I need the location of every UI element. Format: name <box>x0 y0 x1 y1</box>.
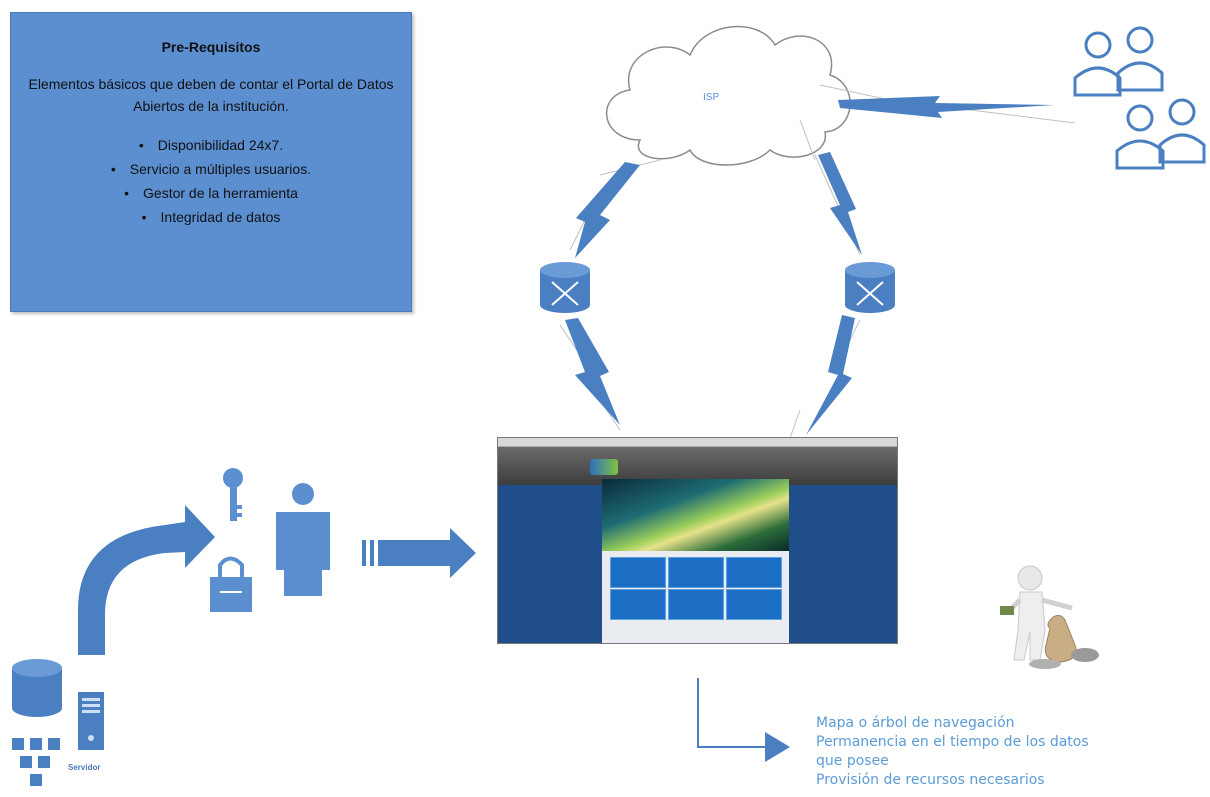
server-label: Servidor <box>68 763 101 772</box>
note-item: Mapa o árbol de navegación <box>816 715 1015 731</box>
portal-tile <box>668 589 724 620</box>
note-item: que posee <box>816 753 889 769</box>
portal-tile <box>726 557 782 588</box>
network-grid-icon <box>12 738 60 786</box>
striped-arrow-icon <box>362 528 476 578</box>
key-icon <box>223 468 243 521</box>
person-money-bag-icon <box>1000 565 1099 669</box>
isp-label: ISP <box>703 92 720 103</box>
isp-cloud-icon <box>605 25 851 166</box>
elbow-arrow-icon <box>697 678 790 762</box>
server-tower-icon <box>78 692 104 750</box>
notes-list: Mapa o árbol de navegación Permanencia e… <box>816 714 1136 790</box>
lightning-link-icon <box>565 96 1055 435</box>
prerequisite-item: Integridad de datos <box>11 205 411 229</box>
padlock-icon <box>210 556 252 612</box>
note-item: Permanencia en el tiempo de los datos <box>816 734 1089 750</box>
portal-tile <box>610 557 666 588</box>
portal-header <box>498 447 897 485</box>
prerequisites-list: Disponibilidad 24x7. Servicio a múltiple… <box>11 133 411 229</box>
portal-tile <box>726 589 782 620</box>
users-group-icon <box>1073 26 1206 170</box>
portal-banner-image <box>602 479 789 551</box>
portal-content-area <box>602 551 789 643</box>
portal-logo <box>590 459 618 475</box>
web-portal-screenshot <box>497 437 898 644</box>
router-icon <box>540 262 590 313</box>
prerequisites-description: Elementos básicos que deben de contar el… <box>28 76 394 114</box>
person-icon <box>276 483 330 596</box>
portal-tile <box>610 589 666 620</box>
prerequisites-box: Pre-Requisitos Elementos básicos que deb… <box>10 12 412 312</box>
note-item: Provisión de recursos necesarios <box>816 772 1045 788</box>
prerequisite-item: Disponibilidad 24x7. <box>11 133 411 157</box>
portal-tile <box>668 557 724 588</box>
prerequisite-item: Gestor de la herramienta <box>11 181 411 205</box>
curved-arrow-icon <box>78 505 215 655</box>
database-icon <box>12 659 62 717</box>
prerequisites-title: Pre-Requisitos <box>161 39 261 55</box>
browser-chrome <box>498 438 897 447</box>
router-icon <box>845 262 895 313</box>
prerequisite-item: Servicio a múltiples usuarios. <box>11 157 411 181</box>
